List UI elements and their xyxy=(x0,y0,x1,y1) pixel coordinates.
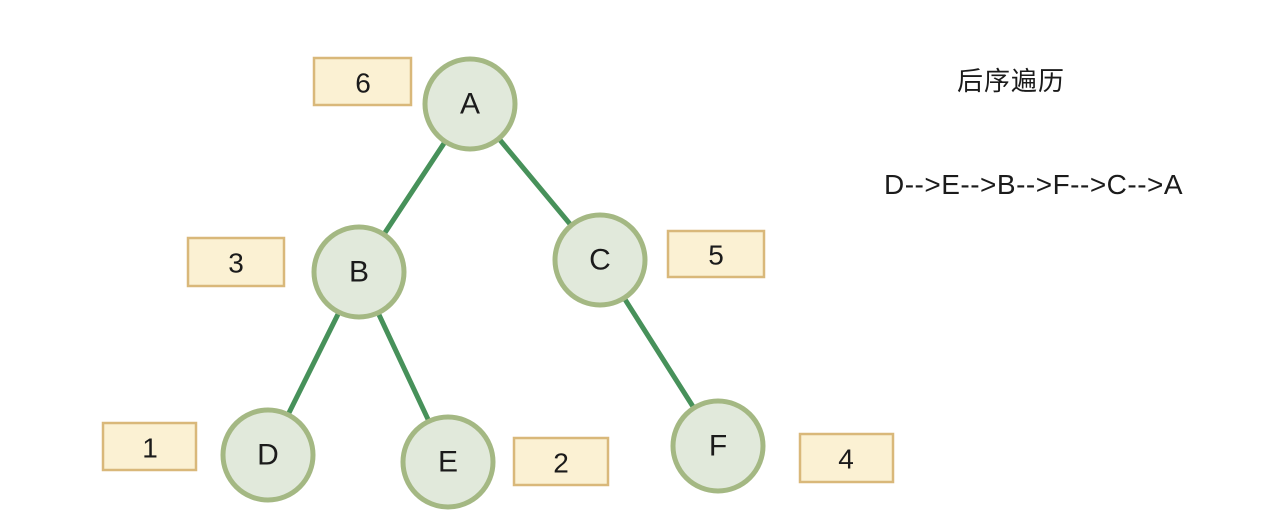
visit-order-box-D: 1 xyxy=(101,421,198,472)
visit-order-box-E-rect xyxy=(512,436,610,487)
node-A-circle xyxy=(422,56,518,152)
visit-order-box-B: 3 xyxy=(186,236,286,288)
traversal-result-sequence: D-->E-->B-->F-->C-->A xyxy=(884,169,1184,200)
traversal-type-title: 后序遍历 xyxy=(957,66,1066,96)
visit-order-box-E: 2 xyxy=(512,436,610,487)
visit-order-boxes: 6 3 5 1 2 4 xyxy=(101,56,895,487)
tree-nodes: A B C D E F xyxy=(220,56,766,510)
visit-order-box-F-rect xyxy=(798,432,895,484)
node-C-circle xyxy=(552,212,648,308)
node-D-circle xyxy=(220,407,316,503)
visit-order-box-F: 4 xyxy=(798,432,895,484)
node-E-label: E xyxy=(438,446,458,479)
node-B-label: B xyxy=(349,256,369,289)
visit-order-box-E-value: 2 xyxy=(553,448,569,479)
tree-node-C: C xyxy=(552,212,648,308)
node-D-label: D xyxy=(257,439,279,472)
visit-order-box-B-rect xyxy=(186,236,286,288)
node-C-label: C xyxy=(589,244,611,277)
node-B-circle xyxy=(311,224,407,320)
node-F-label: F xyxy=(709,430,727,463)
visit-order-box-F-value: 4 xyxy=(838,444,854,475)
tree-node-F: F xyxy=(670,398,766,494)
visit-order-box-A-rect xyxy=(312,56,413,107)
visit-order-box-D-value: 1 xyxy=(142,433,158,464)
tree-node-D: D xyxy=(220,407,316,503)
visit-order-box-A-value: 6 xyxy=(355,68,371,99)
visit-order-box-C-rect xyxy=(666,229,766,279)
visit-order-box-C-value: 5 xyxy=(708,240,724,271)
visit-order-box-C: 5 xyxy=(666,229,766,279)
visit-order-box-D-rect xyxy=(101,421,198,472)
tree-node-B: B xyxy=(311,224,407,320)
visit-order-box-A: 6 xyxy=(312,56,413,107)
tree-node-E: E xyxy=(400,414,496,510)
node-F-circle xyxy=(670,398,766,494)
node-A-label: A xyxy=(460,88,480,121)
visit-order-box-B-value: 3 xyxy=(228,248,244,279)
tree-node-A: A xyxy=(422,56,518,152)
node-E-circle xyxy=(400,414,496,510)
